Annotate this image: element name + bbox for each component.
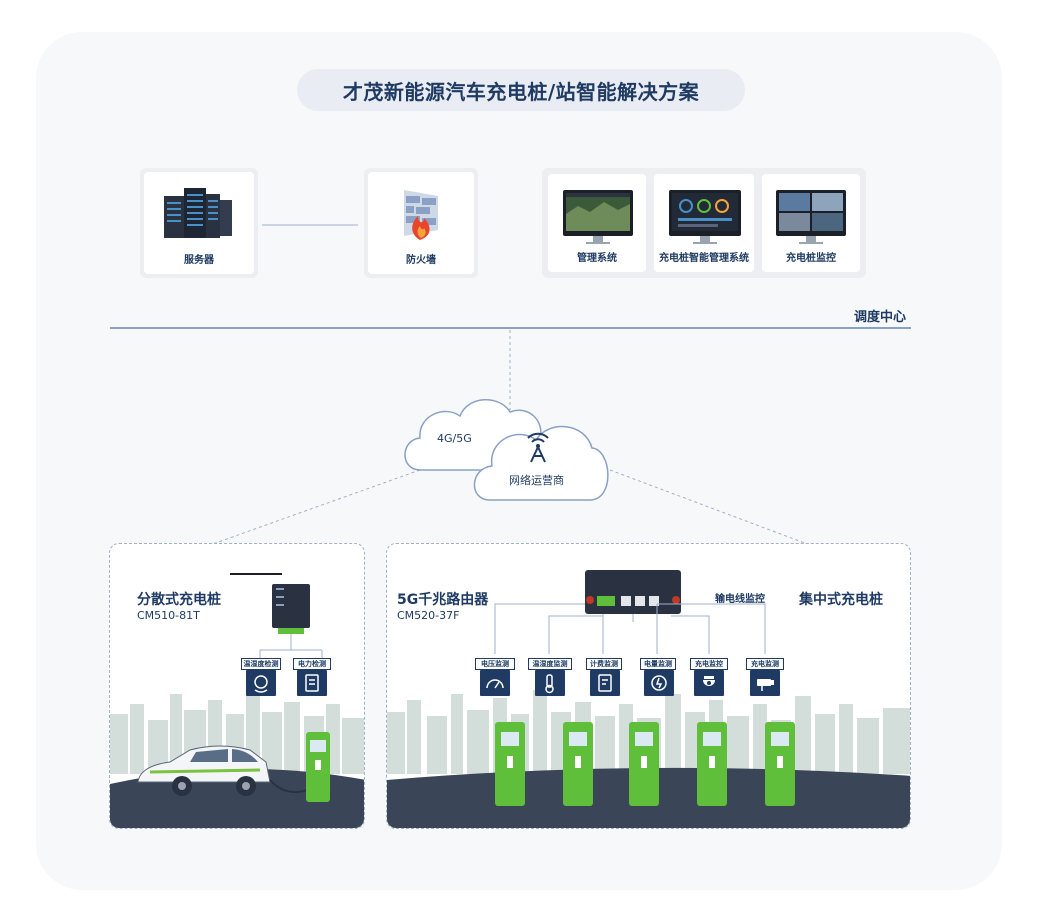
centralized-title: 集中式充电桩 xyxy=(799,592,883,608)
thermometer-icon[interactable] xyxy=(535,670,565,696)
temp-humidity-monitor-label: 温湿度监测 xyxy=(528,658,572,670)
voltage-monitor-label: 电压监测 xyxy=(475,658,515,670)
page-title: 才茂新能源汽车充电桩/站智能解决方案 xyxy=(297,69,745,111)
dome-camera-icon[interactable] xyxy=(694,670,724,696)
dispatch-center-label: 调度中心 xyxy=(853,310,906,325)
bullet-camera-icon[interactable] xyxy=(750,670,780,696)
dashboard-monitor-icon xyxy=(669,190,741,244)
charging-inspection-label: 充电监测 xyxy=(746,658,784,670)
centralized-graphics xyxy=(387,570,910,828)
dispatch-divider xyxy=(110,327,911,329)
temperature-humidity-icon[interactable] xyxy=(246,670,276,696)
management-system-tile[interactable]: 管理系统 xyxy=(548,174,646,272)
distributed-scene: 分散式充电桩 CM510-81T 温湿度检测 电力检测 xyxy=(109,543,365,829)
monitor-map-icon xyxy=(563,190,633,244)
systems-card: 管理系统 充电桩智能管理系统 充电桩监控 xyxy=(542,168,866,278)
server-rack-icon xyxy=(164,188,232,238)
cm520-router xyxy=(585,570,681,614)
city-skyline xyxy=(110,573,364,828)
centralized-scene: 5G千兆路由器 CM520-37F 集中式充电桩 输电线监控 电压监测 温湿度监… xyxy=(386,543,911,829)
electric-car xyxy=(137,745,271,796)
charger-management-label: 充电桩智能管理系统 xyxy=(659,253,749,264)
router-title: 5G千兆路由器 xyxy=(397,592,489,608)
energy-icon[interactable] xyxy=(644,670,674,696)
energy-monitor-label: 电量监测 xyxy=(640,658,676,670)
router-model: CM520-37F xyxy=(397,609,460,622)
cloud-4g5g-label: 4G/5G xyxy=(437,432,472,445)
charging-pile xyxy=(306,732,330,802)
temp-humidity-detect-label: 温湿度检测 xyxy=(241,658,281,670)
charging-monitor-label: 充电监控 xyxy=(690,658,728,670)
cm510-router xyxy=(230,573,323,658)
firewall-icon xyxy=(404,190,438,240)
charging-pile-row xyxy=(495,722,795,806)
charger-surveillance-label: 充电桩监控 xyxy=(786,253,836,264)
charger-management-tile[interactable]: 充电桩智能管理系统 xyxy=(654,174,754,272)
firewall-card[interactable]: 防火墙 xyxy=(364,168,478,278)
firewall-label: 防火墙 xyxy=(406,255,436,266)
charger-surveillance-tile[interactable]: 充电桩监控 xyxy=(762,174,860,272)
billing-monitor-label: 计费监测 xyxy=(586,658,622,670)
distributed-title: 分散式充电桩 xyxy=(137,592,221,608)
server-label: 服务器 xyxy=(184,255,214,266)
server-card[interactable]: 服务器 xyxy=(140,168,258,278)
distributed-model: CM510-81T xyxy=(137,609,200,622)
cable-monitor-label: 输电线监控 xyxy=(715,594,765,605)
power-detect-label: 电力检测 xyxy=(293,658,331,670)
management-system-label: 管理系统 xyxy=(577,253,617,264)
power-meter-icon[interactable] xyxy=(297,670,327,696)
surveillance-monitor-icon xyxy=(776,190,846,244)
voltage-gauge-icon[interactable] xyxy=(480,670,510,696)
cloud-operator-label: 网络运营商 xyxy=(509,474,564,487)
billing-icon[interactable] xyxy=(590,670,620,696)
